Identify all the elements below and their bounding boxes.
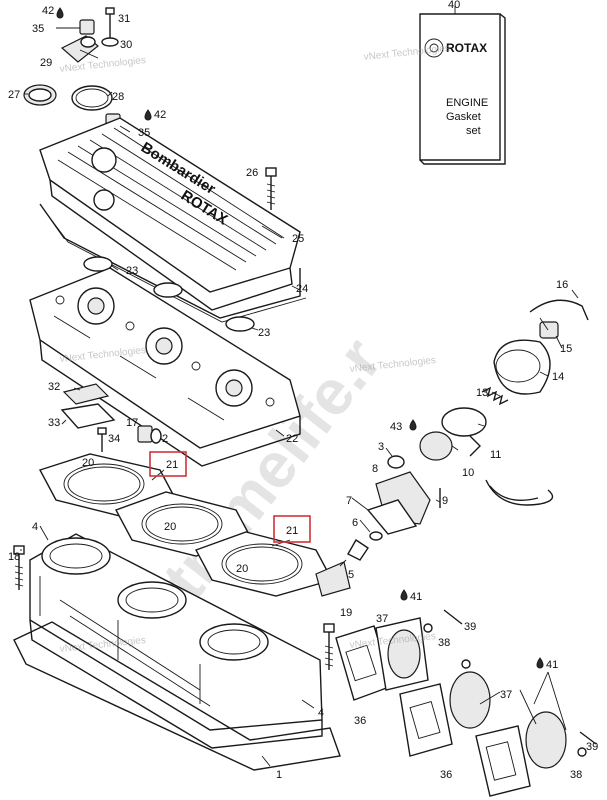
callout-41-b: 41 [546, 659, 558, 671]
callout-37-a: 37 [376, 613, 388, 625]
callout-28: 28 [112, 91, 124, 103]
box-brand: ROTAX [446, 41, 487, 55]
bolt-19 [323, 623, 335, 670]
callout-31: 31 [118, 13, 130, 25]
callout-13: 13 [476, 387, 488, 399]
callout-11: 11 [490, 449, 501, 461]
callout-35-a: 35 [32, 23, 44, 35]
callout-14: 14 [552, 371, 564, 383]
callout-9: 9 [442, 495, 448, 507]
exhaust-flanges [335, 589, 597, 797]
spring-13 [481, 386, 509, 406]
callout-36-b: 36 [440, 769, 452, 781]
callout-37-b: 37 [500, 689, 512, 701]
callout-17: 17 [126, 417, 138, 429]
clip-16 [529, 299, 589, 321]
callout-20-c: 20 [236, 563, 248, 575]
callout-39-a: 39 [464, 621, 476, 633]
callout-33: 33 [48, 417, 60, 429]
box-line-1: ENGINE [446, 97, 488, 109]
callout-8: 8 [372, 463, 378, 475]
watermark-2: vNext Technologies [59, 55, 146, 75]
callout-42-a: 42 [42, 5, 54, 17]
callout-30: 30 [120, 39, 132, 51]
callout-38-b: 38 [570, 769, 582, 781]
cable-loop [485, 479, 554, 506]
callout-15: 15 [560, 343, 572, 355]
callout-1: 1 [276, 769, 282, 781]
callout-7: 7 [346, 495, 352, 507]
highlight-21-a [149, 451, 187, 477]
callout-4-a: 4 [32, 521, 38, 533]
callout-32: 32 [48, 381, 60, 393]
callout-36-a: 36 [354, 715, 366, 727]
callout-4-b: 4 [318, 707, 324, 719]
callout-26: 26 [246, 167, 258, 179]
callout-27: 27 [8, 89, 20, 101]
callout-18: 18 [8, 551, 20, 563]
callout-40: 40 [448, 0, 460, 11]
callout-5: 5 [348, 569, 354, 581]
oil-drop-icon-2 [144, 109, 152, 121]
diaphragm-12 [441, 407, 487, 437]
callout-38-a: 38 [438, 637, 450, 649]
housing-14 [493, 339, 551, 395]
cap-15 [539, 321, 559, 339]
callout-2: 2 [162, 433, 168, 445]
callout-21-a: 21 [166, 459, 178, 471]
callout-41-a: 41 [410, 591, 422, 603]
callout-39-b: 39 [586, 741, 598, 753]
head-gaskets [38, 453, 334, 597]
cylinder-block [29, 533, 323, 749]
callout-10: 10 [462, 467, 474, 479]
manifold-37-b [449, 671, 491, 729]
callout-42-b: 42 [154, 109, 166, 121]
plug-17 [137, 425, 153, 443]
callout-29: 29 [40, 57, 52, 69]
callout-35-b: 35 [138, 127, 150, 139]
oring-23-a [83, 256, 113, 272]
gasket-set-box: ROTAX ENGINE Gasket set [419, 6, 506, 165]
box-line-3: set [466, 125, 481, 137]
piston-10 [419, 431, 453, 461]
callout-16: 16 [556, 279, 568, 291]
highlight-21-b [273, 515, 311, 543]
oil-drop-icon [56, 7, 64, 19]
washer-2 [150, 428, 162, 444]
valve-blade-5 [315, 561, 351, 597]
manifold-37-a [387, 629, 421, 679]
rave-valve-assembly [315, 299, 589, 597]
callout-24: 24 [296, 283, 308, 295]
plate-32 [62, 383, 110, 405]
callout-21-b: 21 [286, 525, 298, 537]
bolt-26 [265, 167, 277, 210]
nut-35 [79, 19, 95, 35]
rotax-logo-icon [424, 38, 444, 58]
cylinder-head [29, 267, 301, 467]
callout-19: 19 [340, 607, 352, 619]
bolt-18 [13, 545, 25, 590]
callout-22: 22 [286, 433, 298, 445]
oring-23-b [225, 316, 255, 332]
callout-20-b: 20 [164, 521, 176, 533]
callout-25: 25 [292, 233, 304, 245]
base-gasket-1 [13, 621, 341, 771]
gasket-28 [71, 85, 113, 111]
callout-23-a: 23 [126, 265, 138, 277]
callout-23-b: 23 [258, 327, 270, 339]
callout-6: 6 [352, 517, 358, 529]
callout-labels: 42 31 35 30 29 27 28 42 35 40 26 25 23 2… [8, 0, 598, 781]
leader-lines [20, 49, 579, 767]
callout-43: 43 [390, 421, 402, 433]
box-line-2: Gasket [446, 111, 481, 123]
callout-20-a: 20 [82, 457, 94, 469]
gasket-33 [60, 403, 116, 429]
callout-3: 3 [378, 441, 384, 453]
flange-36-b [399, 683, 453, 757]
callout-34: 34 [108, 433, 120, 445]
